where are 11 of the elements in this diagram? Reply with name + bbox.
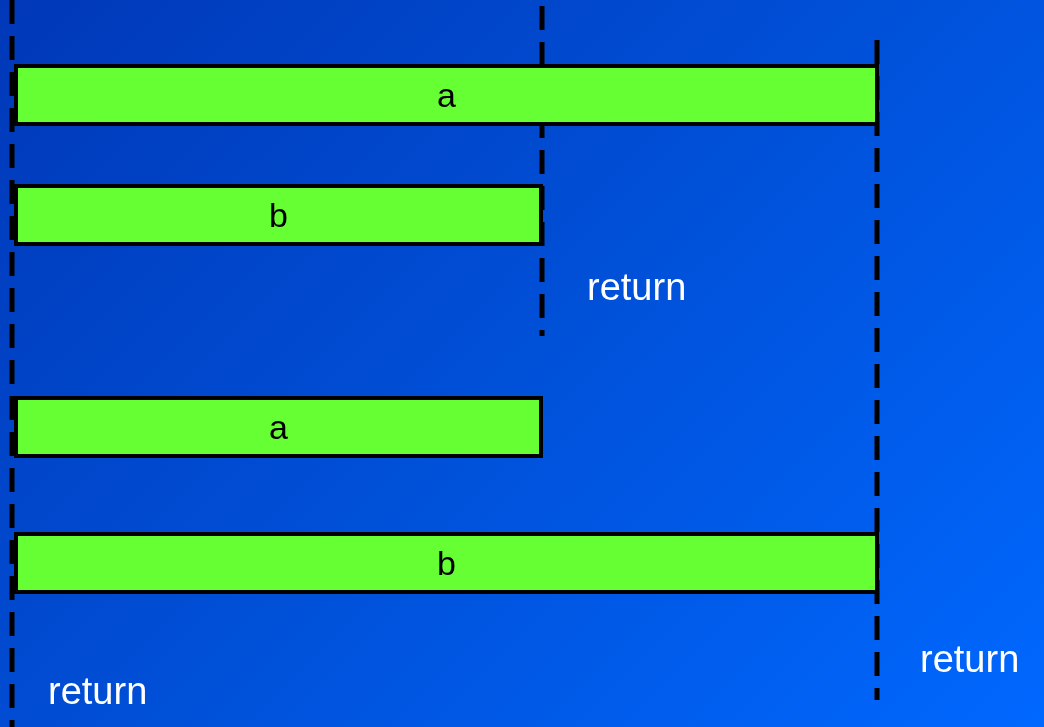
bar-label: b — [269, 198, 288, 232]
bar-label: b — [437, 546, 456, 580]
return-label: return — [48, 672, 148, 710]
bar-label: a — [437, 78, 456, 112]
return-label: return — [920, 640, 1020, 678]
return-label: return — [587, 268, 687, 306]
bar — [14, 64, 879, 126]
bar — [14, 396, 543, 458]
bar-label: a — [269, 410, 288, 444]
bar — [14, 532, 879, 594]
bar — [14, 184, 543, 246]
